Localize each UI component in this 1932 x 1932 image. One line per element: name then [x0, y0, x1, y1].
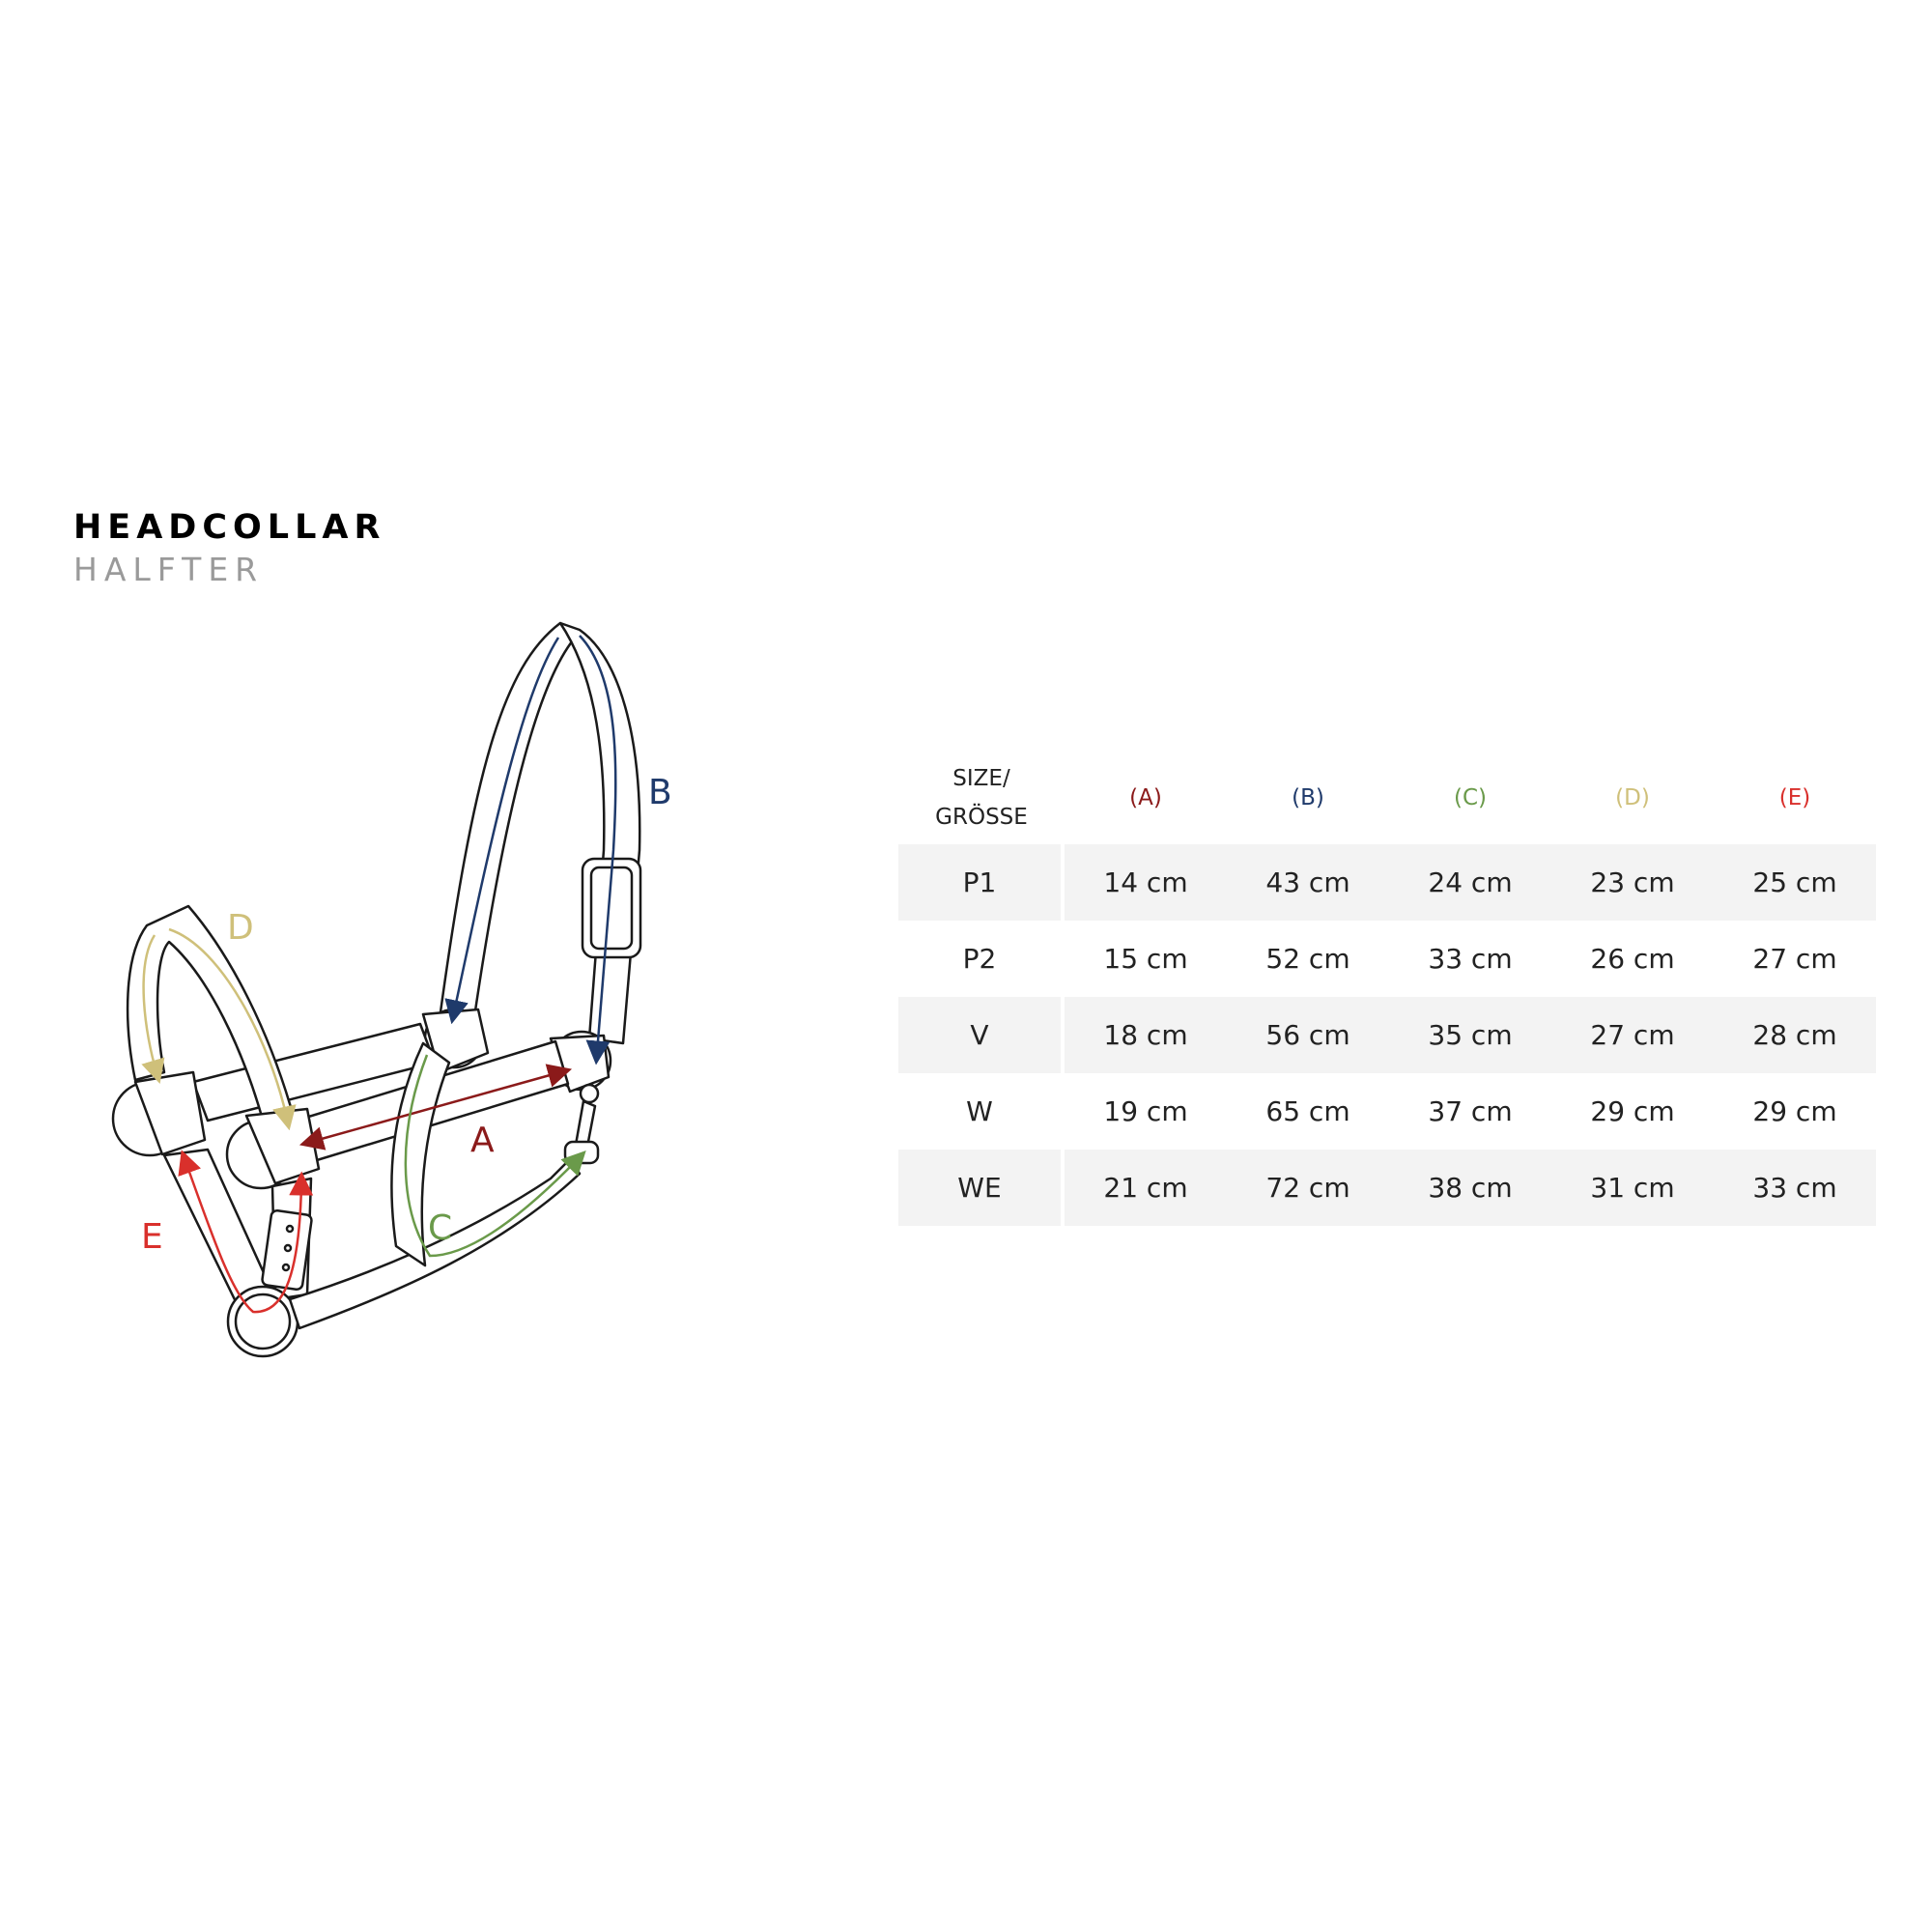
page-subtitle: HALFTER [73, 551, 265, 588]
table-row: V 18 cm 56 cm 35 cm 27 cm 28 cm [898, 997, 1876, 1073]
measure-d-line-2 [168, 927, 297, 1131]
size-cell: P2 [898, 921, 1065, 997]
value-cell: 43 cm [1227, 844, 1389, 921]
value-cell: 72 cm [1227, 1150, 1389, 1226]
column-header-e: (E) [1778, 785, 1811, 810]
value-cell: 33 cm [1389, 921, 1551, 997]
value-cell: 33 cm [1714, 1150, 1876, 1226]
label-b: B [648, 773, 672, 812]
value-cell: 24 cm [1389, 844, 1551, 921]
value-cell: 27 cm [1551, 997, 1714, 1073]
value-cell: 27 cm [1714, 921, 1876, 997]
column-header-b: (B) [1292, 785, 1324, 810]
measure-e-line [178, 1150, 314, 1314]
table-row: W 19 cm 65 cm 37 cm 29 cm 29 cm [898, 1073, 1876, 1150]
measure-a-line [298, 1064, 573, 1151]
size-cell: V [898, 997, 1065, 1073]
value-cell: 21 cm [1065, 1150, 1227, 1226]
column-header-d: (D) [1615, 785, 1650, 810]
value-cell: 29 cm [1714, 1073, 1876, 1150]
value-cell: 28 cm [1714, 997, 1876, 1073]
value-cell: 14 cm [1065, 844, 1227, 921]
page-title: HEADCOLLAR [73, 508, 386, 547]
size-cell: WE [898, 1150, 1065, 1226]
size-header-line1: SIZE/ [952, 766, 1010, 791]
halter-outline [111, 621, 642, 1358]
value-cell: 56 cm [1227, 997, 1389, 1073]
measure-b-line-2 [444, 637, 560, 1025]
column-header-c: (C) [1453, 785, 1487, 810]
table-row: P1 14 cm 43 cm 24 cm 23 cm 25 cm [898, 844, 1876, 921]
value-cell: 18 cm [1065, 997, 1227, 1073]
value-cell: 52 cm [1227, 921, 1389, 997]
value-cell: 37 cm [1389, 1073, 1551, 1150]
size-cell: P1 [898, 844, 1065, 921]
label-a: A [470, 1121, 495, 1160]
value-cell: 31 cm [1551, 1150, 1714, 1226]
measure-d-line [141, 934, 165, 1084]
value-cell: 19 cm [1065, 1073, 1227, 1150]
size-cell: W [898, 1073, 1065, 1150]
column-header-a: (A) [1129, 785, 1162, 810]
measure-c-line [404, 1054, 586, 1258]
table-row: WE 21 cm 72 cm 38 cm 31 cm 33 cm [898, 1150, 1876, 1226]
value-cell: 15 cm [1065, 921, 1227, 997]
label-e: E [141, 1217, 163, 1257]
value-cell: 26 cm [1551, 921, 1714, 997]
table-header-row: SIZE/ GRÖSSE (A) (B) (C) (D) (E) [898, 752, 1876, 844]
label-d: D [227, 908, 254, 948]
size-header-line2: GRÖSSE [935, 805, 1028, 830]
value-cell: 38 cm [1389, 1150, 1551, 1226]
size-table: SIZE/ GRÖSSE (A) (B) (C) (D) (E) P1 14 c… [898, 752, 1876, 1226]
table-row: P2 15 cm 52 cm 33 cm 26 cm 27 cm [898, 921, 1876, 997]
size-column-header: SIZE/ GRÖSSE [898, 752, 1065, 844]
value-cell: 25 cm [1714, 844, 1876, 921]
value-cell: 35 cm [1389, 997, 1551, 1073]
measure-b-line [579, 635, 617, 1065]
value-cell: 23 cm [1551, 844, 1714, 921]
value-cell: 29 cm [1551, 1073, 1714, 1150]
label-c: C [428, 1208, 452, 1248]
value-cell: 65 cm [1227, 1073, 1389, 1150]
